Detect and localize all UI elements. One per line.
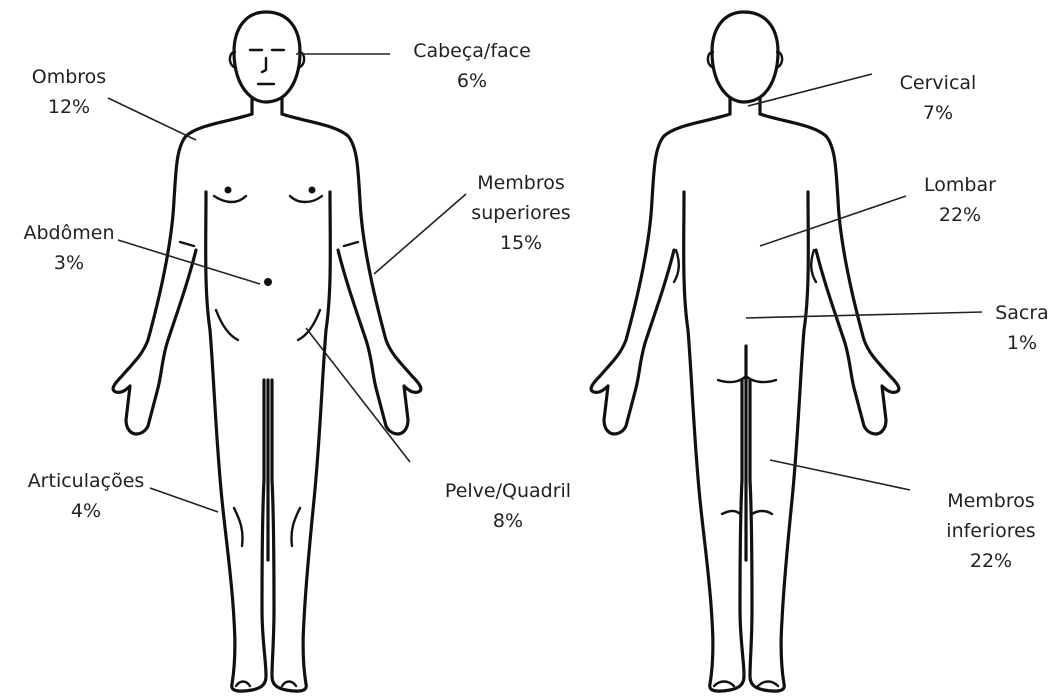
label-membros-superiores-pct: 15% [446, 228, 596, 258]
label-membros-superiores-name2: superiores [446, 198, 596, 228]
label-pelve-quadril-name: Pelve/Quadril [424, 476, 592, 506]
label-pelve-quadril: Pelve/Quadril 8% [424, 476, 592, 536]
label-cervical: Cervical 7% [868, 68, 1008, 128]
label-articulacoes: Articulações 4% [6, 466, 166, 526]
leader-membros-inferiores [770, 460, 910, 490]
label-cervical-name: Cervical [868, 68, 1008, 98]
label-abdomen-name: Abdômen [4, 218, 134, 248]
label-articulacoes-pct: 4% [6, 496, 166, 526]
label-sacra: Sacra 1% [984, 298, 1060, 358]
label-membros-inferiores-pct: 22% [926, 546, 1056, 576]
label-membros-superiores-name1: Membros [446, 168, 596, 198]
label-abdomen: Abdômen 3% [4, 218, 134, 278]
label-ombros-pct: 12% [14, 92, 124, 122]
label-membros-inferiores-name2: inferiores [926, 516, 1056, 546]
label-cabeca-face-name: Cabeça/face [392, 36, 552, 66]
back-body-figure [591, 12, 899, 691]
label-cervical-pct: 7% [868, 98, 1008, 128]
front-body-figure [113, 12, 421, 691]
label-sacra-pct: 1% [984, 328, 1060, 358]
label-pelve-quadril-pct: 8% [424, 506, 592, 536]
label-lombar: Lombar 22% [900, 170, 1020, 230]
label-abdomen-pct: 3% [4, 248, 134, 278]
label-lombar-pct: 22% [900, 200, 1020, 230]
label-articulacoes-name: Articulações [6, 466, 166, 496]
label-lombar-name: Lombar [900, 170, 1020, 200]
leader-lombar [760, 196, 906, 246]
label-membros-inferiores-name1: Membros [926, 486, 1056, 516]
label-membros-superiores: Membros superiores 15% [446, 168, 596, 258]
leader-sacra [746, 312, 982, 318]
label-sacra-name: Sacra [984, 298, 1060, 328]
label-cabeca-face-pct: 6% [392, 66, 552, 96]
label-membros-inferiores: Membros inferiores 22% [926, 486, 1056, 576]
label-ombros: Ombros 12% [14, 62, 124, 122]
label-ombros-name: Ombros [14, 62, 124, 92]
label-cabeca-face: Cabeça/face 6% [392, 36, 552, 96]
